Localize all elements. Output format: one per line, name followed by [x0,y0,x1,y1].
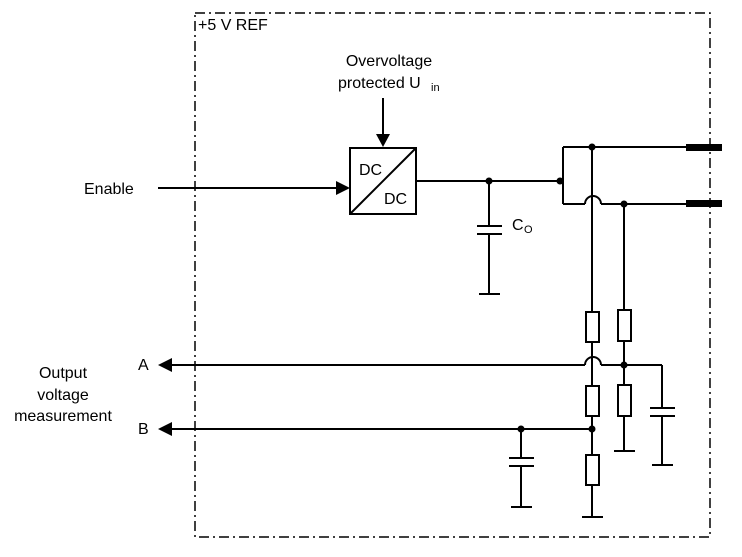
co-label: C [512,217,524,234]
ref-label: +5 V REF [198,17,268,34]
dcdc-top-label: DC [359,162,382,179]
dcdc-diagonal [349,147,417,215]
output-label-line2: voltage [37,387,89,404]
node-line-a [620,361,628,369]
dcdc-bottom-label: DC [384,191,407,208]
div1-resistor-upper [585,311,600,343]
enable-label: Enable [84,181,134,198]
div1-resistor-lower [585,454,600,486]
co-sub: O [524,224,533,236]
terminal-bottom [686,200,722,207]
line-a-arrow-head [158,358,172,372]
port-b-label: B [138,421,149,438]
terminal-top [686,144,722,151]
div2-resistor-lower [617,384,632,417]
input-label-line1: Overvoltage [346,53,432,70]
node-line-b-divider [588,425,596,433]
output-label-line1: Output [39,365,88,382]
ref-boundary [194,12,711,538]
output-label-line3: measurement [14,408,112,425]
enable-arrow-head [336,181,350,195]
line-a-hop [584,356,602,366]
input-label-line2: protected U [338,75,421,92]
node-split [556,177,564,185]
input-label-sub: in [431,82,440,94]
div1-resistor-middle [585,385,600,417]
div2-resistor-upper [617,309,632,342]
input-arrow-head [376,134,390,147]
line-b-arrow-head [158,422,172,436]
port-a-label: A [138,357,149,374]
